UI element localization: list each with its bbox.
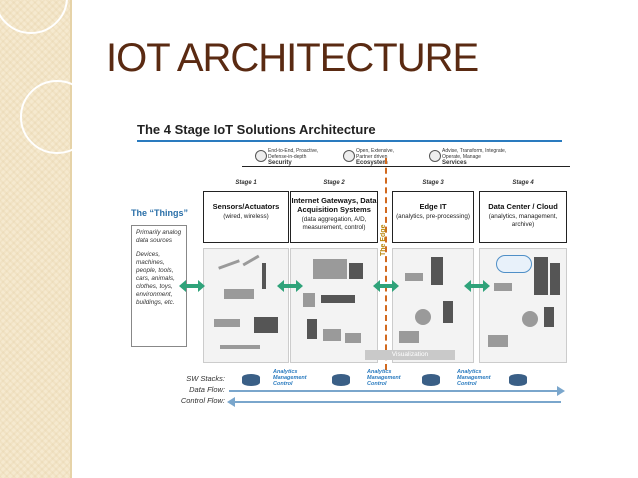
stage-box-2: Internet Gateways, Data Acquisition Syst… [290, 191, 378, 243]
services-icon [429, 150, 441, 162]
stage-3-devices-panel [392, 248, 474, 363]
stage-desc: (analytics, management, archive) [488, 213, 558, 228]
stage-4-devices-panel [479, 248, 567, 363]
data-flow-arrow [229, 390, 559, 392]
sw-stacks-label: SW Stacks: [186, 374, 225, 383]
valve-icon [214, 319, 240, 327]
probe-icon [262, 263, 266, 289]
database-icon [422, 374, 440, 386]
data-flow-arrowhead-icon [557, 386, 565, 396]
visualization-bar: Visualization [365, 350, 455, 360]
edge-label: The Edge [380, 224, 387, 256]
service-name: Ecosystem [356, 160, 388, 166]
service-security: End-to-End, Proactive, Defense-in-depth … [268, 148, 323, 166]
controller-icon [307, 319, 317, 339]
connector-icon [220, 345, 260, 349]
service-ecosystem: Open, Extensive, Partner driven Ecosyste… [356, 148, 406, 166]
ecosystem-icon [343, 150, 355, 162]
server-icon [544, 307, 554, 327]
double-arrow-icon [179, 280, 205, 292]
stage-box-3: Edge IT (analytics, pre-processing) [392, 191, 474, 243]
service-desc: End-to-End, Proactive, Defense-in-depth [268, 148, 319, 160]
gateway-device-icon [349, 263, 363, 279]
data-flow-label: Data Flow: [189, 385, 225, 394]
gateway-icon [313, 259, 347, 279]
router-icon [494, 283, 512, 291]
stripe-edge [70, 0, 72, 478]
stage-desc: (analytics, pre-processing) [396, 213, 470, 220]
satellite-dish-icon [522, 311, 538, 327]
control-flow-label: Control Flow: [180, 396, 225, 405]
stage-name: Edge IT [419, 202, 447, 211]
analytics-label-1: Analytics Management Control [273, 369, 307, 387]
stage-box-4: Data Center / Cloud (analytics, manageme… [479, 191, 567, 243]
sensor-icon [218, 259, 240, 270]
monitor-icon [488, 335, 508, 347]
things-heading: The “Things” [131, 208, 188, 218]
monitor-icon [323, 329, 341, 341]
slide-title: IOT ARCHITECTURE [106, 36, 479, 80]
router-icon [303, 293, 315, 307]
laptop-icon [345, 333, 361, 343]
cloud-icon [496, 255, 532, 273]
control-flow-arrow [235, 401, 561, 403]
analytics-label-3: Analytics Management Control [457, 369, 491, 387]
stage-desc: (data aggregation, A/D, measurement, con… [301, 216, 367, 231]
stage-name: Sensors/Actuators [212, 202, 280, 211]
satellite-dish-icon [415, 309, 431, 325]
title-underline [137, 140, 562, 142]
service-desc: Advise, Transform, Integrate, Operate, M… [442, 148, 507, 160]
stage-label-2: Stage 2 [323, 180, 345, 186]
sensor-icon [242, 254, 260, 267]
stage-label-4: Stage 4 [512, 180, 534, 186]
actuator-icon [224, 289, 254, 299]
things-text-primary: Primarily analog data sources [136, 229, 182, 244]
stage-label-1: Stage 1 [235, 180, 257, 186]
stage-box-1: Sensors/Actuators (wired, wireless) [203, 191, 289, 243]
diagram-title: The 4 Stage IoT Solutions Architecture [137, 122, 376, 137]
stage-desc: (wired, wireless) [223, 213, 269, 220]
service-name: Services [442, 160, 467, 166]
service-desc: Open, Extensive, Partner driven [356, 148, 395, 160]
architecture-diagram: The 4 Stage IoT Solutions Architecture E… [127, 118, 570, 413]
database-icon [509, 374, 527, 386]
stage-connector [242, 166, 570, 167]
stage-label-3: Stage 3 [422, 180, 444, 186]
edge-divider [385, 158, 387, 370]
double-arrow-icon [464, 280, 490, 292]
stage-name: Internet Gateways, Data Acquisition Syst… [291, 196, 377, 214]
double-arrow-icon [277, 280, 303, 292]
analytics-label-2: Analytics Management Control [367, 369, 401, 387]
monitor-icon [399, 331, 419, 343]
security-icon [255, 150, 267, 162]
camera-icon [254, 317, 278, 333]
double-arrow-icon [373, 280, 399, 292]
service-services: Advise, Transform, Integrate, Operate, M… [442, 148, 510, 166]
decorative-stripe [0, 0, 70, 478]
stage-1-devices-panel [203, 248, 289, 363]
stage-name: Data Center / Cloud [488, 202, 558, 211]
control-flow-arrowhead-icon [227, 397, 235, 407]
edge-server-icon [431, 257, 443, 285]
data-center-rack-icon [534, 257, 548, 295]
decorative-ring-middle [20, 80, 94, 154]
stage-2-devices-panel [290, 248, 378, 363]
data-acquisition-icon [321, 295, 355, 303]
data-center-rack-icon [550, 263, 560, 295]
service-name: Security [268, 160, 292, 166]
router-icon [405, 273, 423, 281]
edge-device-icon [443, 301, 453, 323]
things-text-examples: Devices, machines, people, tools, cars, … [136, 251, 175, 306]
database-icon [332, 374, 350, 386]
database-icon [242, 374, 260, 386]
